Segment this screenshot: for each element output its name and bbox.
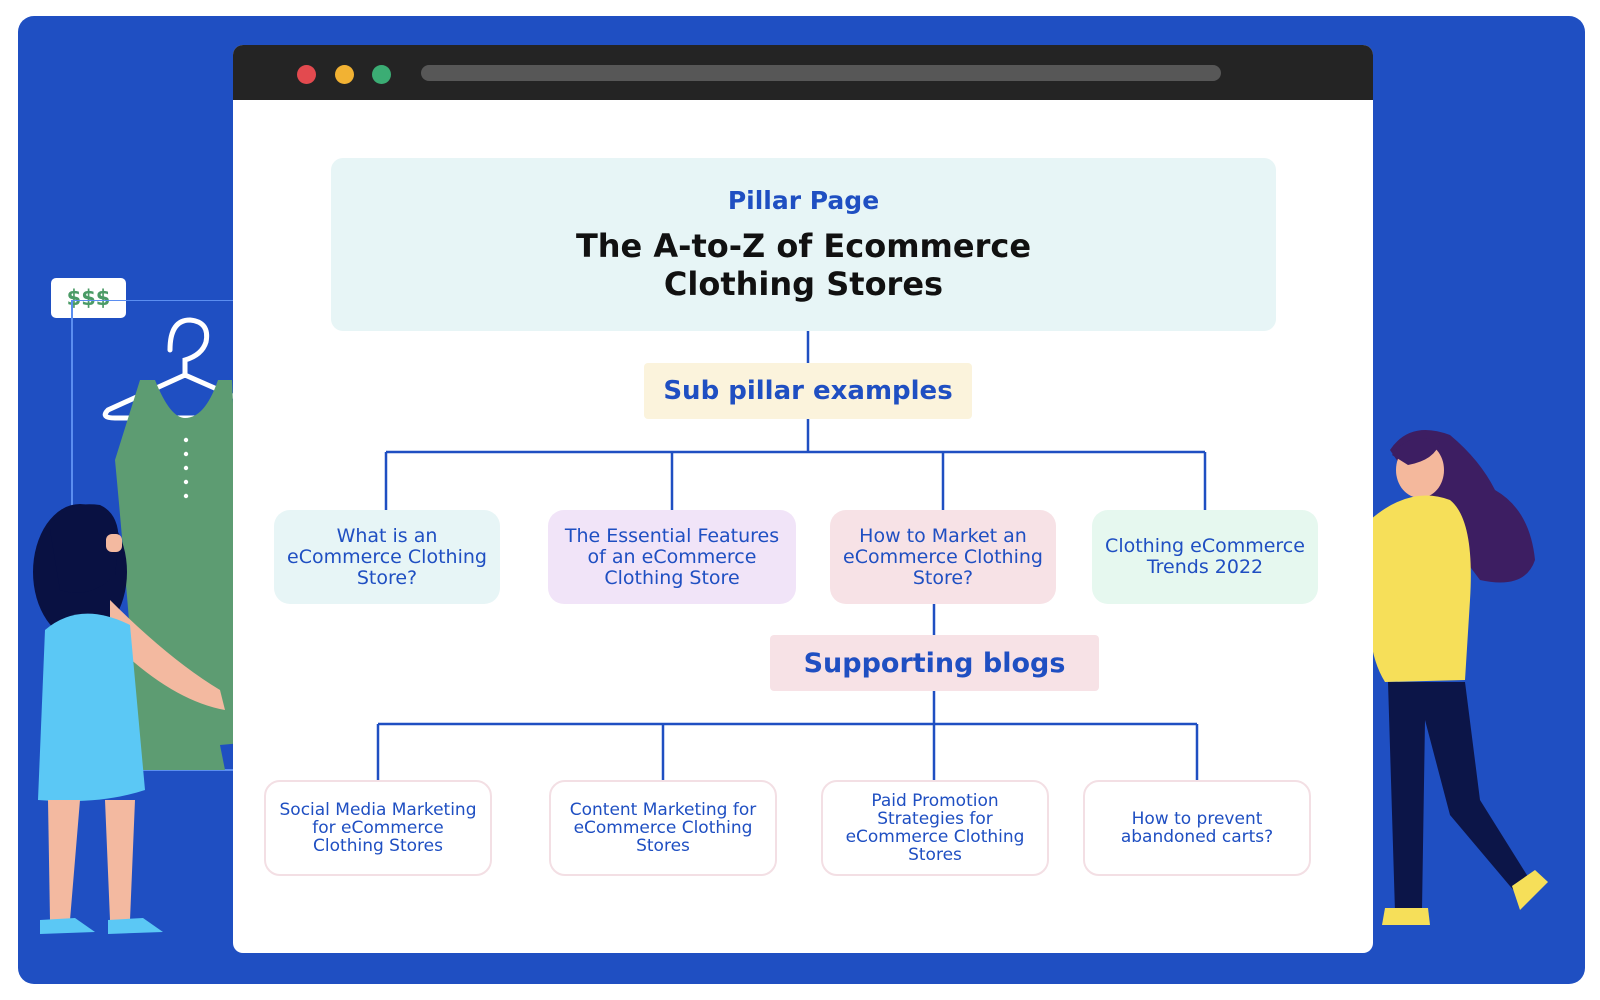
pillar-page-box: Pillar Page The A-to-Z of Ecommerce Clot… bbox=[331, 158, 1276, 331]
woman-with-phone-illustration bbox=[1330, 430, 1548, 925]
pillar-page-kicker: Pillar Page bbox=[727, 186, 880, 215]
woman-shopping-illustration bbox=[33, 504, 225, 934]
sub-pillar-card: What is an eCommerce Clothing Store? bbox=[274, 510, 500, 604]
right-woman-illustration bbox=[1330, 430, 1548, 925]
blog-card: Content Marketing for eCommerce Clothing… bbox=[549, 780, 777, 876]
blog-card: Paid Promotion Strategies for eCommerce … bbox=[821, 780, 1049, 876]
minimize-dot-icon[interactable] bbox=[335, 65, 354, 84]
pillar-page-title: The A-to-Z of Ecommerce Clothing Stores bbox=[575, 227, 1032, 303]
maximize-dot-icon[interactable] bbox=[372, 65, 391, 84]
sub-pillar-card: Clothing eCommerce Trends 2022 bbox=[1092, 510, 1318, 604]
sub-pillar-card: The Essential Features of an eCommerce C… bbox=[548, 510, 796, 604]
left-shopping-illustration bbox=[33, 300, 260, 934]
blog-card: Social Media Marketing for eCommerce Clo… bbox=[264, 780, 492, 876]
close-dot-icon[interactable] bbox=[297, 65, 316, 84]
supporting-blogs-label: Supporting blogs bbox=[770, 635, 1099, 691]
browser-titlebar bbox=[233, 45, 1373, 100]
price-tag: $$$ bbox=[51, 278, 126, 318]
sub-pillar-label: Sub pillar examples bbox=[644, 363, 972, 419]
sub-pillar-card: How to Market an eCommerce Clothing Stor… bbox=[830, 510, 1056, 604]
address-bar[interactable] bbox=[421, 65, 1221, 81]
blog-card: How to prevent abandoned carts? bbox=[1083, 780, 1311, 876]
